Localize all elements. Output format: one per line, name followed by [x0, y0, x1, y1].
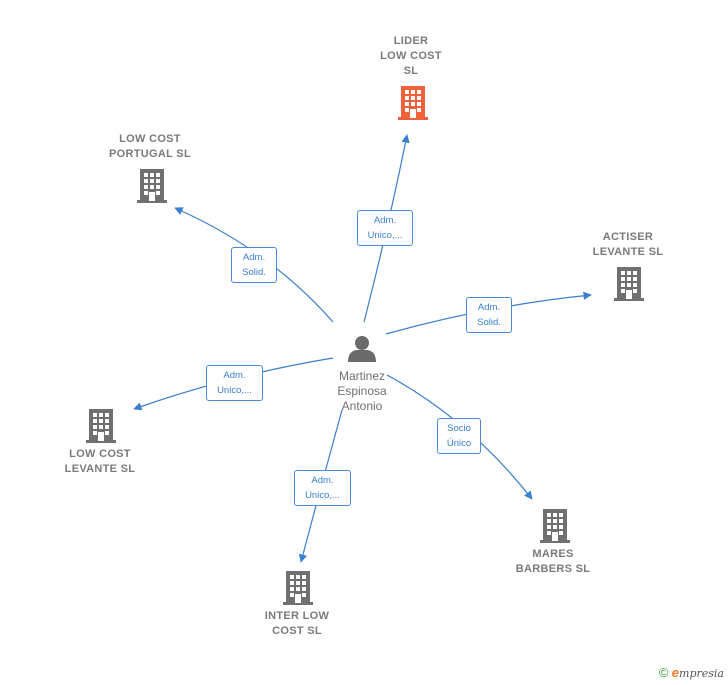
brand-name: mpresia [679, 667, 724, 680]
edge-label-mares: Socio Único [437, 418, 481, 454]
person-icon [348, 336, 376, 362]
edge-label-levante: Adm. Unico,... [206, 365, 263, 401]
company-label-mares[interactable]: MARES BARBERS SL [515, 548, 591, 575]
edge-label-lider: Adm. Unico,... [357, 210, 413, 246]
person-name[interactable]: Martinez Espinosa Antonio [337, 369, 387, 413]
edge-label-actiser: Adm. Solid. [466, 297, 512, 333]
building-icon-mares[interactable] [540, 509, 570, 543]
company-label-portugal[interactable]: LOW COST PORTUGAL SL [109, 133, 191, 160]
edge-label-portugal: Adm. Solid. [231, 247, 277, 283]
copyright-symbol: © [658, 665, 669, 680]
building-icon-inter[interactable] [283, 571, 313, 605]
building-icon-actiser[interactable] [614, 267, 644, 301]
company-label-levante[interactable]: LOW COST LEVANTE SL [64, 448, 136, 475]
edge-label-inter: Adm. Unico,... [294, 470, 351, 506]
brand-footer: © empresia [659, 665, 724, 680]
company-label-lider[interactable]: LIDER LOW COST SL [380, 35, 442, 77]
building-icon-levante[interactable] [86, 409, 116, 443]
company-label-inter[interactable]: INTER LOW COST SL [264, 610, 330, 637]
company-label-actiser[interactable]: ACTISER LEVANTE SL [592, 231, 664, 258]
brand-initial: e [671, 665, 680, 680]
building-icon-lider[interactable] [398, 86, 428, 120]
building-icon-portugal[interactable] [137, 169, 167, 203]
